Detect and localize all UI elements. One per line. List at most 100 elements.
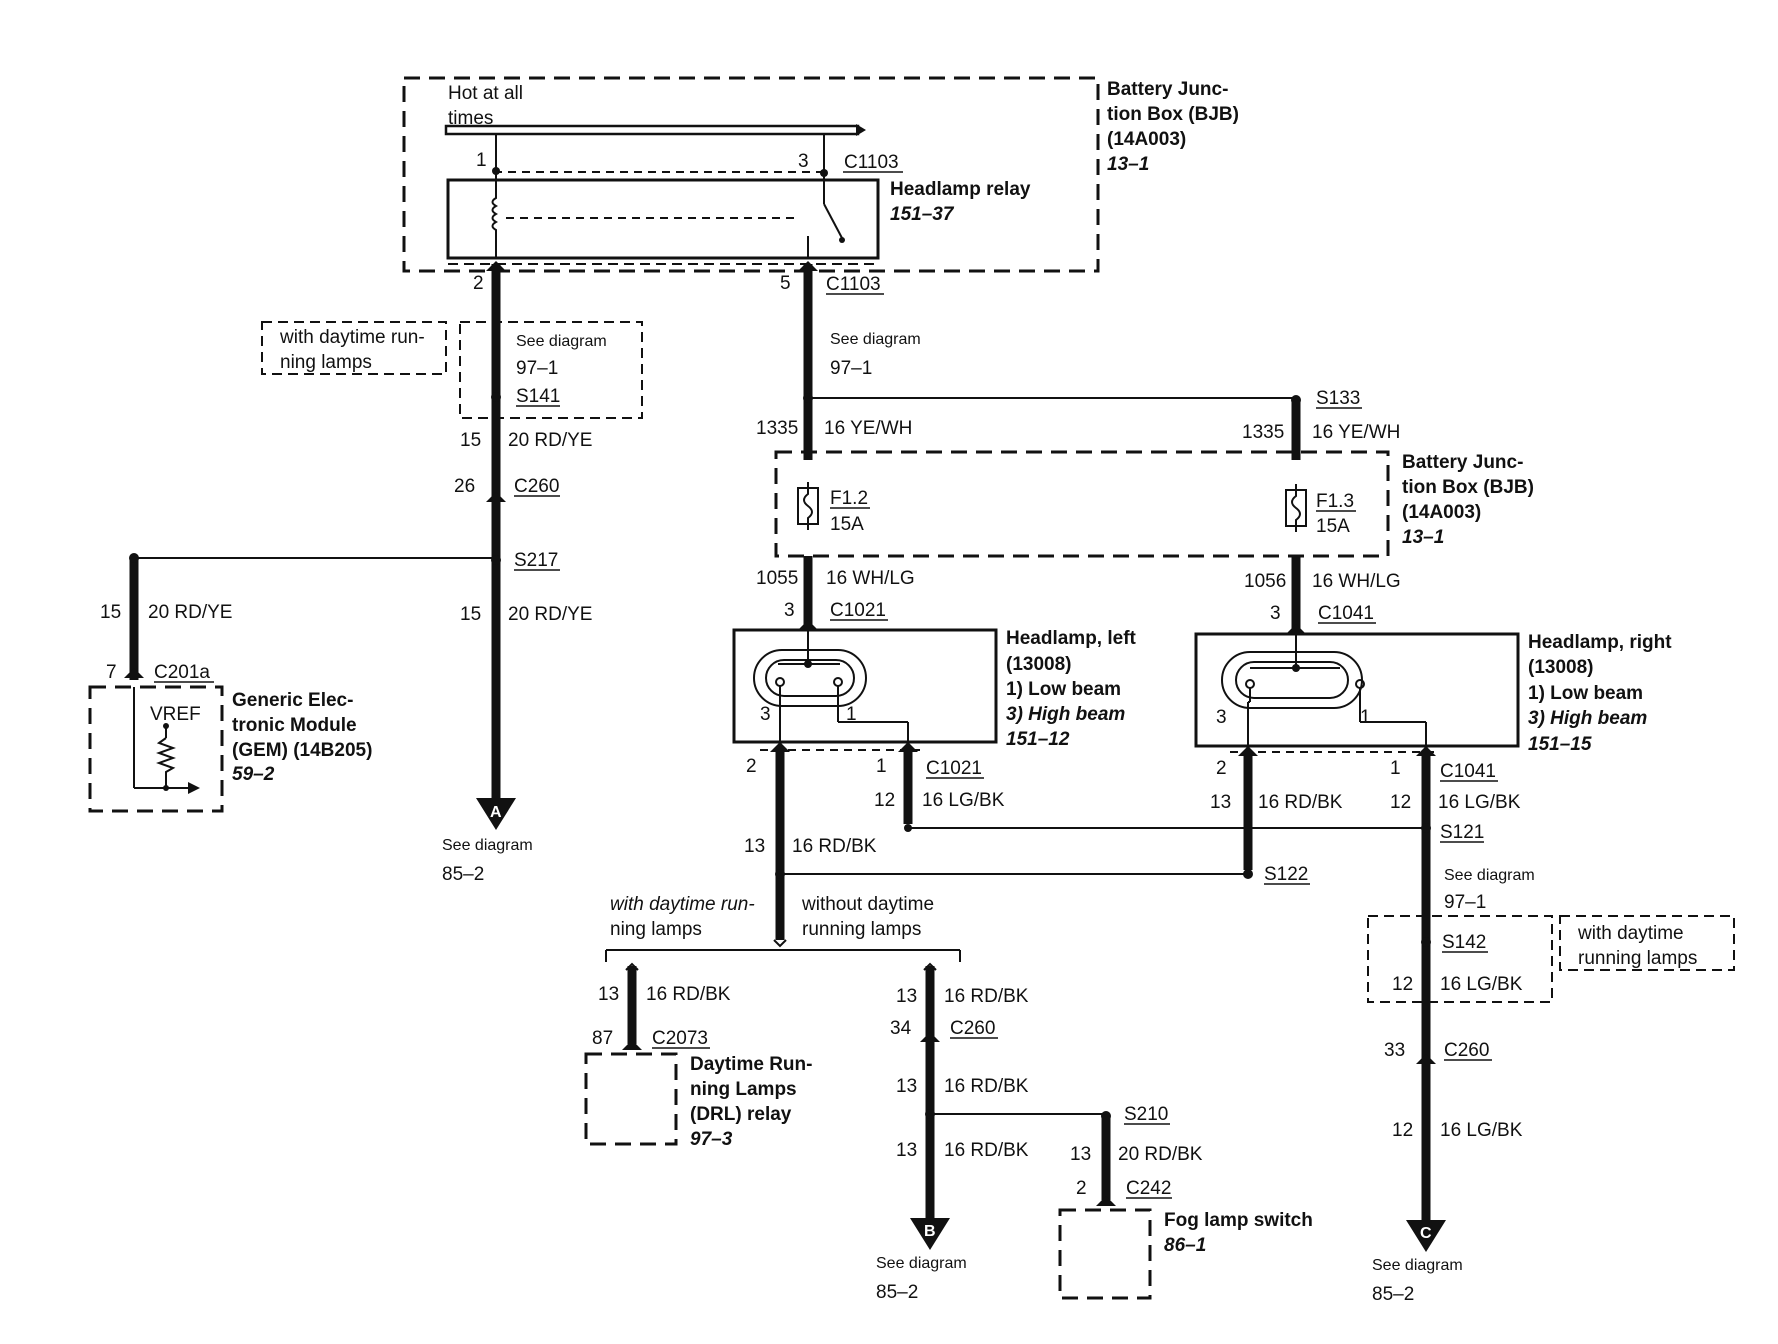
- rl-w2-wire: 16 LG/BK: [1440, 1120, 1523, 1141]
- headlamp-left-bulb: [753, 649, 867, 707]
- hot-bus-bar: [444, 124, 860, 136]
- center-right-wire: 16 YE/WH: [1312, 422, 1400, 443]
- rl-w2-circ: 12: [1392, 1120, 1413, 1141]
- hl-left-low: 1) Low beam: [1006, 679, 1121, 700]
- gem-ref: 59–2: [232, 764, 275, 785]
- splice-s121: S121: [1440, 822, 1484, 843]
- bjb-top-name-1: Battery Junc-: [1107, 79, 1228, 100]
- relay-coil: [491, 180, 499, 258]
- left-w1-wire: 20 RD/YE: [508, 430, 592, 451]
- fuse-f1-3-amps: 15A: [1316, 516, 1350, 537]
- rl-see: See diagram: [1444, 867, 1535, 884]
- drl-wire: 16 RD/BK: [646, 984, 731, 1005]
- center-right-circuit: 1335: [1242, 422, 1284, 443]
- right-low-group: See diagram 97–1 with daytime running la…: [1367, 867, 1735, 1305]
- hl-left-out-pin-1: 1: [876, 756, 887, 777]
- rl-drl-note-1: with daytime: [1577, 923, 1684, 944]
- hl-right-out-pin-1: 1: [1390, 758, 1401, 779]
- left-w2-wire: 20 RD/YE: [508, 604, 592, 625]
- connector-c-ref: 85–2: [1372, 1284, 1414, 1305]
- fuse-f1-3-label: F1.3: [1316, 491, 1354, 512]
- fog-circ: 13: [1070, 1144, 1091, 1165]
- splice-s210: S210: [1124, 1104, 1168, 1125]
- cl-c260: C260: [950, 1018, 995, 1039]
- connector-a-ref: 85–2: [442, 864, 484, 885]
- bjb-mid-name-2: tion Box (BJB): [1402, 477, 1534, 498]
- center-feed-group: See diagram 97–1 S133 1335 16 YE/WH 1335…: [756, 261, 1400, 460]
- splice-s142: S142: [1442, 932, 1486, 953]
- cl-w1-wire: 16 RD/BK: [944, 986, 1029, 1007]
- left-branch-group: with daytime run- ning lamps See diagram…: [134, 261, 643, 885]
- gem-group: 15 20 RD/YE 7 C201a VREF Generic Elec- t…: [88, 553, 372, 813]
- bjb-mid-boundary: [774, 450, 1390, 558]
- relay-ref: 151–37: [890, 204, 955, 225]
- hl-right-out-conn: C1041: [1440, 761, 1496, 782]
- connector-b-see: See diagram: [876, 1255, 967, 1272]
- hl-left-p1: 1: [846, 704, 857, 725]
- drl-note-left-1: with daytime run-: [279, 327, 425, 348]
- gem-conn-label: C201a: [154, 662, 210, 683]
- hl-right-lgbk-wire: 16 LG/BK: [1438, 792, 1521, 813]
- hl-right-name-2: (13008): [1528, 657, 1594, 678]
- rl-drl-note-2: running lamps: [1578, 948, 1697, 969]
- hl-left-rdbk-circ: 13: [744, 836, 765, 857]
- splice-s217: S217: [514, 550, 558, 571]
- drl-pin: 87: [592, 1028, 613, 1049]
- hl-right-name-1: Headlamp, right: [1528, 632, 1672, 653]
- hl-left-lgbk-circ: 12: [874, 790, 895, 811]
- center-see-ref: 97–1: [830, 358, 872, 379]
- bjb-top-name-3: (14A003): [1107, 129, 1186, 150]
- headlamp-right-group: 1056 16 WH/LG 3 C1041 3 1 Headlamp, righ…: [1194, 556, 1672, 1220]
- hl-left-conn: C1021: [830, 600, 886, 621]
- left-w1-pin: 15: [460, 430, 481, 451]
- hl-right-p1: 1: [1360, 707, 1371, 728]
- rl-c260: C260: [1444, 1040, 1489, 1061]
- connector-c-arrow: [1406, 1220, 1446, 1252]
- drl-conn: C2073: [652, 1028, 708, 1049]
- cl-w2-circ: 13: [896, 1076, 917, 1097]
- bjb-top-group: Hot at all times 1 3 C1103 Headlamp rela…: [402, 76, 1239, 295]
- hl-right-wire: 16 WH/LG: [1312, 571, 1401, 592]
- drl-name-1: Daytime Run-: [690, 1054, 812, 1075]
- left-see-ref: 97–1: [516, 358, 558, 379]
- headlamp-right-bulb: [1221, 651, 1363, 709]
- c260-left-label: C260: [514, 476, 559, 497]
- fog-conn: C242: [1126, 1178, 1171, 1199]
- rl-see-ref: 97–1: [1444, 892, 1486, 913]
- hl-left-p3: 3: [760, 704, 771, 725]
- drl-name-2: ning Lamps: [690, 1079, 797, 1100]
- center-low-group: 13 16 RD/BK 34 C260 13 16 RD/BK 13 16 RD…: [876, 966, 1106, 1303]
- relay-name: Headlamp relay: [890, 179, 1031, 200]
- bjb-pin-3: 3: [798, 151, 809, 172]
- hl-left-ref: 151–12: [1006, 729, 1070, 750]
- hl-left-pin: 3: [784, 600, 795, 621]
- bjb-pin-5: 5: [780, 273, 791, 294]
- center-left-circuit: 1335: [756, 418, 798, 439]
- drl-split-group: with daytime run- ning lamps without day…: [605, 894, 961, 971]
- connector-b-ref: 85–2: [876, 1282, 918, 1303]
- hl-left-high: 3) High beam: [1006, 704, 1125, 725]
- headlamp-left-group: 1055 16 WH/LG 3 C1021 3 1 Headlamp, left…: [732, 556, 1426, 940]
- hl-left-name-2: (13008): [1006, 654, 1072, 675]
- bjb-mid-name-3: (14A003): [1402, 502, 1481, 523]
- hl-right-lgbk-circ: 12: [1390, 792, 1411, 813]
- drl-relay-box: [584, 1052, 678, 1146]
- split-without-2: running lamps: [802, 919, 921, 940]
- connector-a-arrow: [476, 798, 516, 830]
- connector-c-letter: C: [1420, 1225, 1432, 1242]
- drl-relay-group: 13 16 RD/BK 87 C2073 Daytime Run- ning L…: [584, 966, 812, 1150]
- hot-at-all-times-label-2: times: [448, 108, 493, 129]
- split-with-1: with daytime run-: [610, 894, 755, 915]
- hl-left-lgbk-wire: 16 LG/BK: [922, 790, 1005, 811]
- splice-s133: S133: [1316, 388, 1360, 409]
- fuse-f1-2-amps: 15A: [830, 514, 864, 535]
- connector-c-see: See diagram: [1372, 1257, 1463, 1274]
- split-with-2: ning lamps: [610, 919, 702, 940]
- hl-right-p3: 3: [1216, 707, 1227, 728]
- fog-switch-box: [1058, 1208, 1152, 1300]
- cl-w2-wire: 16 RD/BK: [944, 1076, 1029, 1097]
- bjb-mid-ref: 13–1: [1402, 527, 1444, 548]
- hl-right-circuit: 1056: [1244, 571, 1286, 592]
- fuse-f1-2-label: F1.2: [830, 488, 868, 509]
- cl-w3-wire: 16 RD/BK: [944, 1140, 1029, 1161]
